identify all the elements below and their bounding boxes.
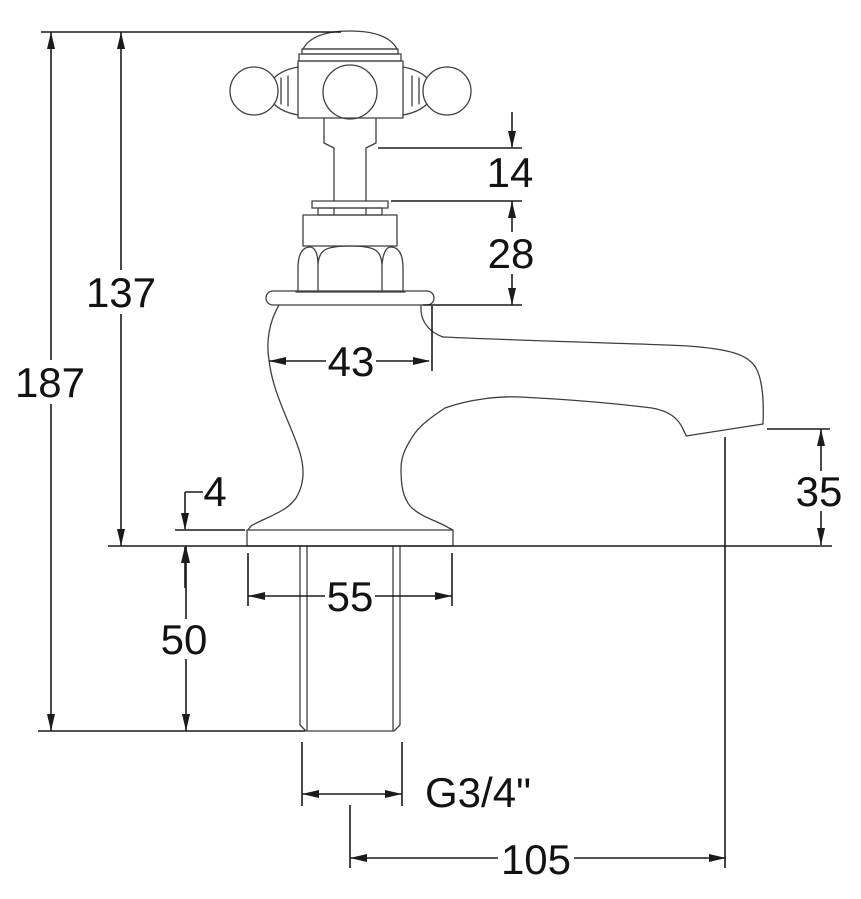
spout-underside — [444, 396, 764, 437]
handle-stem — [333, 147, 367, 202]
dim-label-thread-spec: G3/4" — [425, 769, 531, 816]
deck-flange — [246, 529, 454, 547]
dim-label-thread-length: 50 — [161, 616, 208, 663]
tap-body — [247, 290, 454, 531]
handle-hub-block — [297, 60, 404, 119]
handle-cap-ring-2 — [298, 53, 402, 62]
bonnet-collar — [317, 207, 383, 216]
bonnet-flange-thin — [311, 200, 389, 209]
spout — [420, 304, 764, 437]
bonnet-shroud — [295, 200, 406, 293]
handle-cap-dome — [302, 30, 398, 50]
dim-label-spout-reach: 105 — [501, 836, 571, 883]
dim-label-deck-to-handle-top: 137 — [86, 269, 156, 316]
dim-label-overall-height: 187 — [15, 359, 85, 406]
handle-neck-left — [273, 66, 299, 116]
body-left-outline — [247, 304, 304, 531]
dim-label-body-width: 43 — [328, 338, 375, 385]
handle-neck-right — [402, 66, 428, 116]
handle-knob-right — [422, 66, 472, 116]
inlet-thread-shank — [299, 545, 401, 732]
body-right-outline — [400, 407, 454, 531]
dim-label-flange-thickness: 4 — [203, 468, 226, 515]
body-top-flange — [265, 290, 435, 306]
dim-label-handle-stem: 14 — [487, 149, 534, 196]
dim-label-base-flange-width: 55 — [327, 573, 374, 620]
bonnet-block — [302, 214, 398, 247]
crosshead-handle — [229, 30, 472, 202]
bonnet-hex-nut — [295, 245, 406, 293]
handle-knob-left — [229, 66, 279, 116]
base-and-inlet — [246, 529, 454, 732]
inlet-thread-lines — [306, 545, 394, 731]
spout-root — [420, 304, 444, 338]
handle-hub-circle — [322, 64, 378, 120]
dimension-labels: 187 137 14 28 43 4 50 55 35 G3/4" 105 — [15, 149, 843, 883]
tap-outline — [229, 30, 764, 732]
dim-leader-4 — [184, 491, 203, 529]
dimension-lines — [38, 31, 832, 868]
handle-cap-ring-1 — [301, 48, 399, 55]
spout-top-line — [442, 336, 764, 425]
handle-neck-lower — [323, 117, 377, 149]
dim-label-bonnet-height: 28 — [488, 230, 535, 277]
dim-label-spout-outlet-height: 35 — [796, 468, 843, 515]
